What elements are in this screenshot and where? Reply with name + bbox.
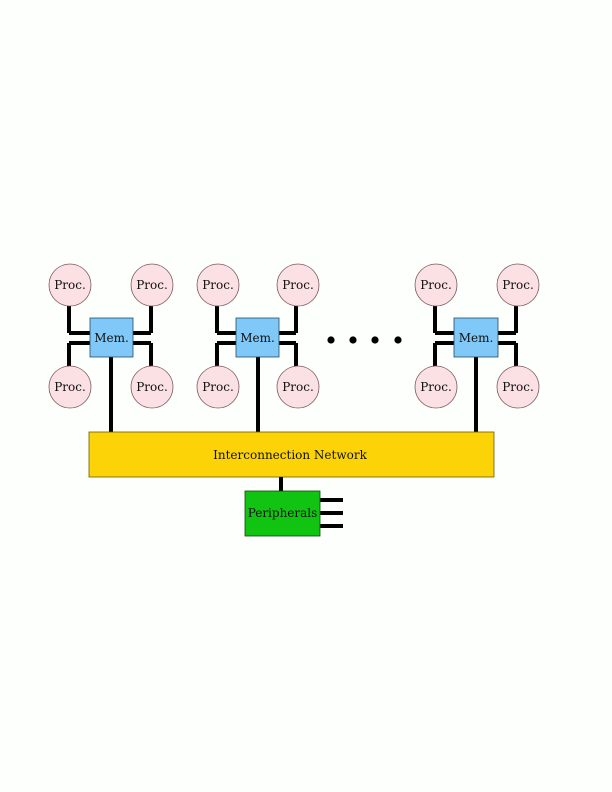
memory-label: Mem. [94, 331, 129, 345]
processor-label: Proc. [136, 380, 168, 394]
ellipsis-dot [349, 336, 357, 344]
network-label: Interconnection Network [213, 448, 367, 462]
processor-3-1: Proc. [414, 263, 458, 307]
processor-label: Proc. [202, 380, 234, 394]
processor-2-3: Proc. [196, 365, 240, 409]
processor-label: Proc. [282, 380, 314, 394]
node-3: Proc. Proc. Proc. Proc. Mem. [414, 263, 540, 433]
processor-label: Proc. [54, 380, 86, 394]
node-3-wires [433, 306, 518, 433]
memory-label: Mem. [240, 331, 275, 345]
processor-label: Proc. [502, 380, 534, 394]
ellipsis-dot [371, 336, 379, 344]
processor-3-3: Proc. [414, 365, 458, 409]
node-2-wires [215, 306, 298, 433]
processor-1-4: Proc. [130, 365, 174, 409]
ellipsis-dot [327, 336, 335, 344]
node-1-wires [67, 306, 153, 433]
memory-3: Mem. [453, 317, 499, 358]
processor-label: Proc. [420, 380, 452, 394]
node-1: Proc. Proc. Proc. Proc. Mem. [48, 263, 174, 433]
processor-3-4: Proc. [496, 365, 540, 409]
interconnection-network: Interconnection Network [88, 431, 495, 478]
processor-label: Proc. [502, 278, 534, 292]
processor-1-3: Proc. [48, 365, 92, 409]
processor-label: Proc. [420, 278, 452, 292]
node-2: Proc. Proc. Proc. Proc. Mem. [196, 263, 320, 433]
processor-label: Proc. [136, 278, 168, 292]
memory-1: Mem. [89, 317, 134, 358]
peripherals-label: Peripherals [248, 506, 318, 520]
processor-1-1: Proc. [48, 263, 92, 307]
processor-label: Proc. [202, 278, 234, 292]
memory-2: Mem. [235, 317, 280, 358]
processor-label: Proc. [54, 278, 86, 292]
processor-2-2: Proc. [276, 263, 320, 307]
processor-1-2: Proc. [130, 263, 174, 307]
processor-2-4: Proc. [276, 365, 320, 409]
ellipsis [327, 336, 402, 344]
peripherals: Peripherals [244, 477, 343, 537]
memory-label: Mem. [459, 331, 494, 345]
ellipsis-dot [394, 336, 402, 344]
processor-2-1: Proc. [196, 263, 240, 307]
processor-3-2: Proc. [496, 263, 540, 307]
processor-label: Proc. [282, 278, 314, 292]
